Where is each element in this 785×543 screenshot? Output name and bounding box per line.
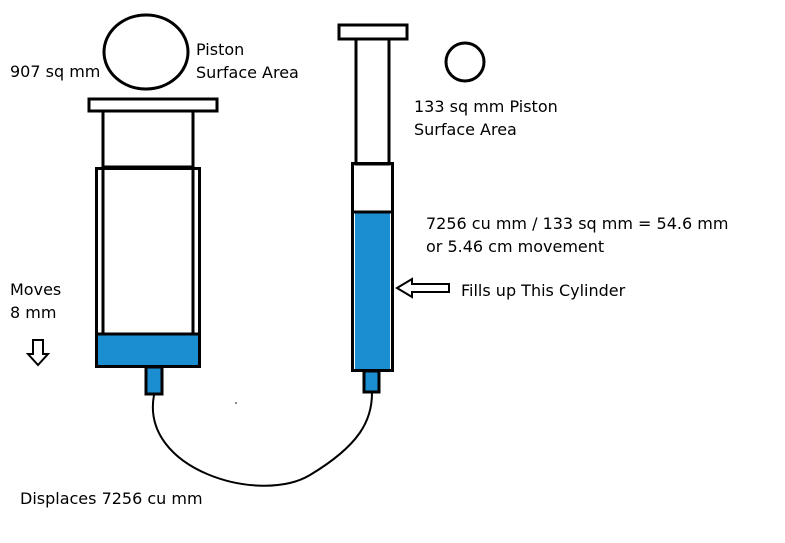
small-piston-face-circle [444, 41, 486, 83]
calculation-label-line1: 7256 cu mm / 133 sq mm = 54.6 mm [426, 214, 729, 233]
small-cylinder-nozzle [362, 369, 381, 394]
calculation-label-line2: or 5.46 cm movement [426, 237, 605, 256]
small-piston-label-line2: Surface Area [414, 120, 517, 139]
large-area-label: 907 sq mm [10, 62, 101, 81]
large-plunger-rod [101, 109, 195, 169]
small-cylinder [351, 162, 394, 394]
large-piston-label-line1: Piston [196, 40, 245, 59]
moves-label-line2: 8 mm [10, 303, 57, 322]
large-piston-label-line2: Surface Area [196, 63, 299, 82]
large-cylinder [95, 167, 201, 396]
moves-label-line1: Moves [10, 280, 62, 299]
small-plunger-cap [337, 23, 409, 41]
large-cylinder-nozzle [144, 365, 164, 396]
small-plunger-rod [354, 37, 391, 166]
large-plunger [87, 97, 219, 169]
small-piston-label-line1: 133 sq mm Piston [414, 97, 558, 116]
down-arrow-icon [25, 339, 51, 367]
fills-cylinder-label: Fills up This Cylinder [461, 281, 626, 300]
connecting-hose [151, 392, 373, 487]
large-cylinder-fluid [98, 334, 198, 366]
large-piston-face-circle [102, 13, 190, 91]
large-plunger-cap [87, 97, 219, 113]
stray-dot [235, 402, 237, 404]
small-plunger [337, 23, 409, 166]
small-cylinder-fluid [355, 213, 390, 370]
displaces-label: Displaces 7256 cu mm [20, 489, 203, 508]
left-arrow-icon [395, 277, 450, 299]
